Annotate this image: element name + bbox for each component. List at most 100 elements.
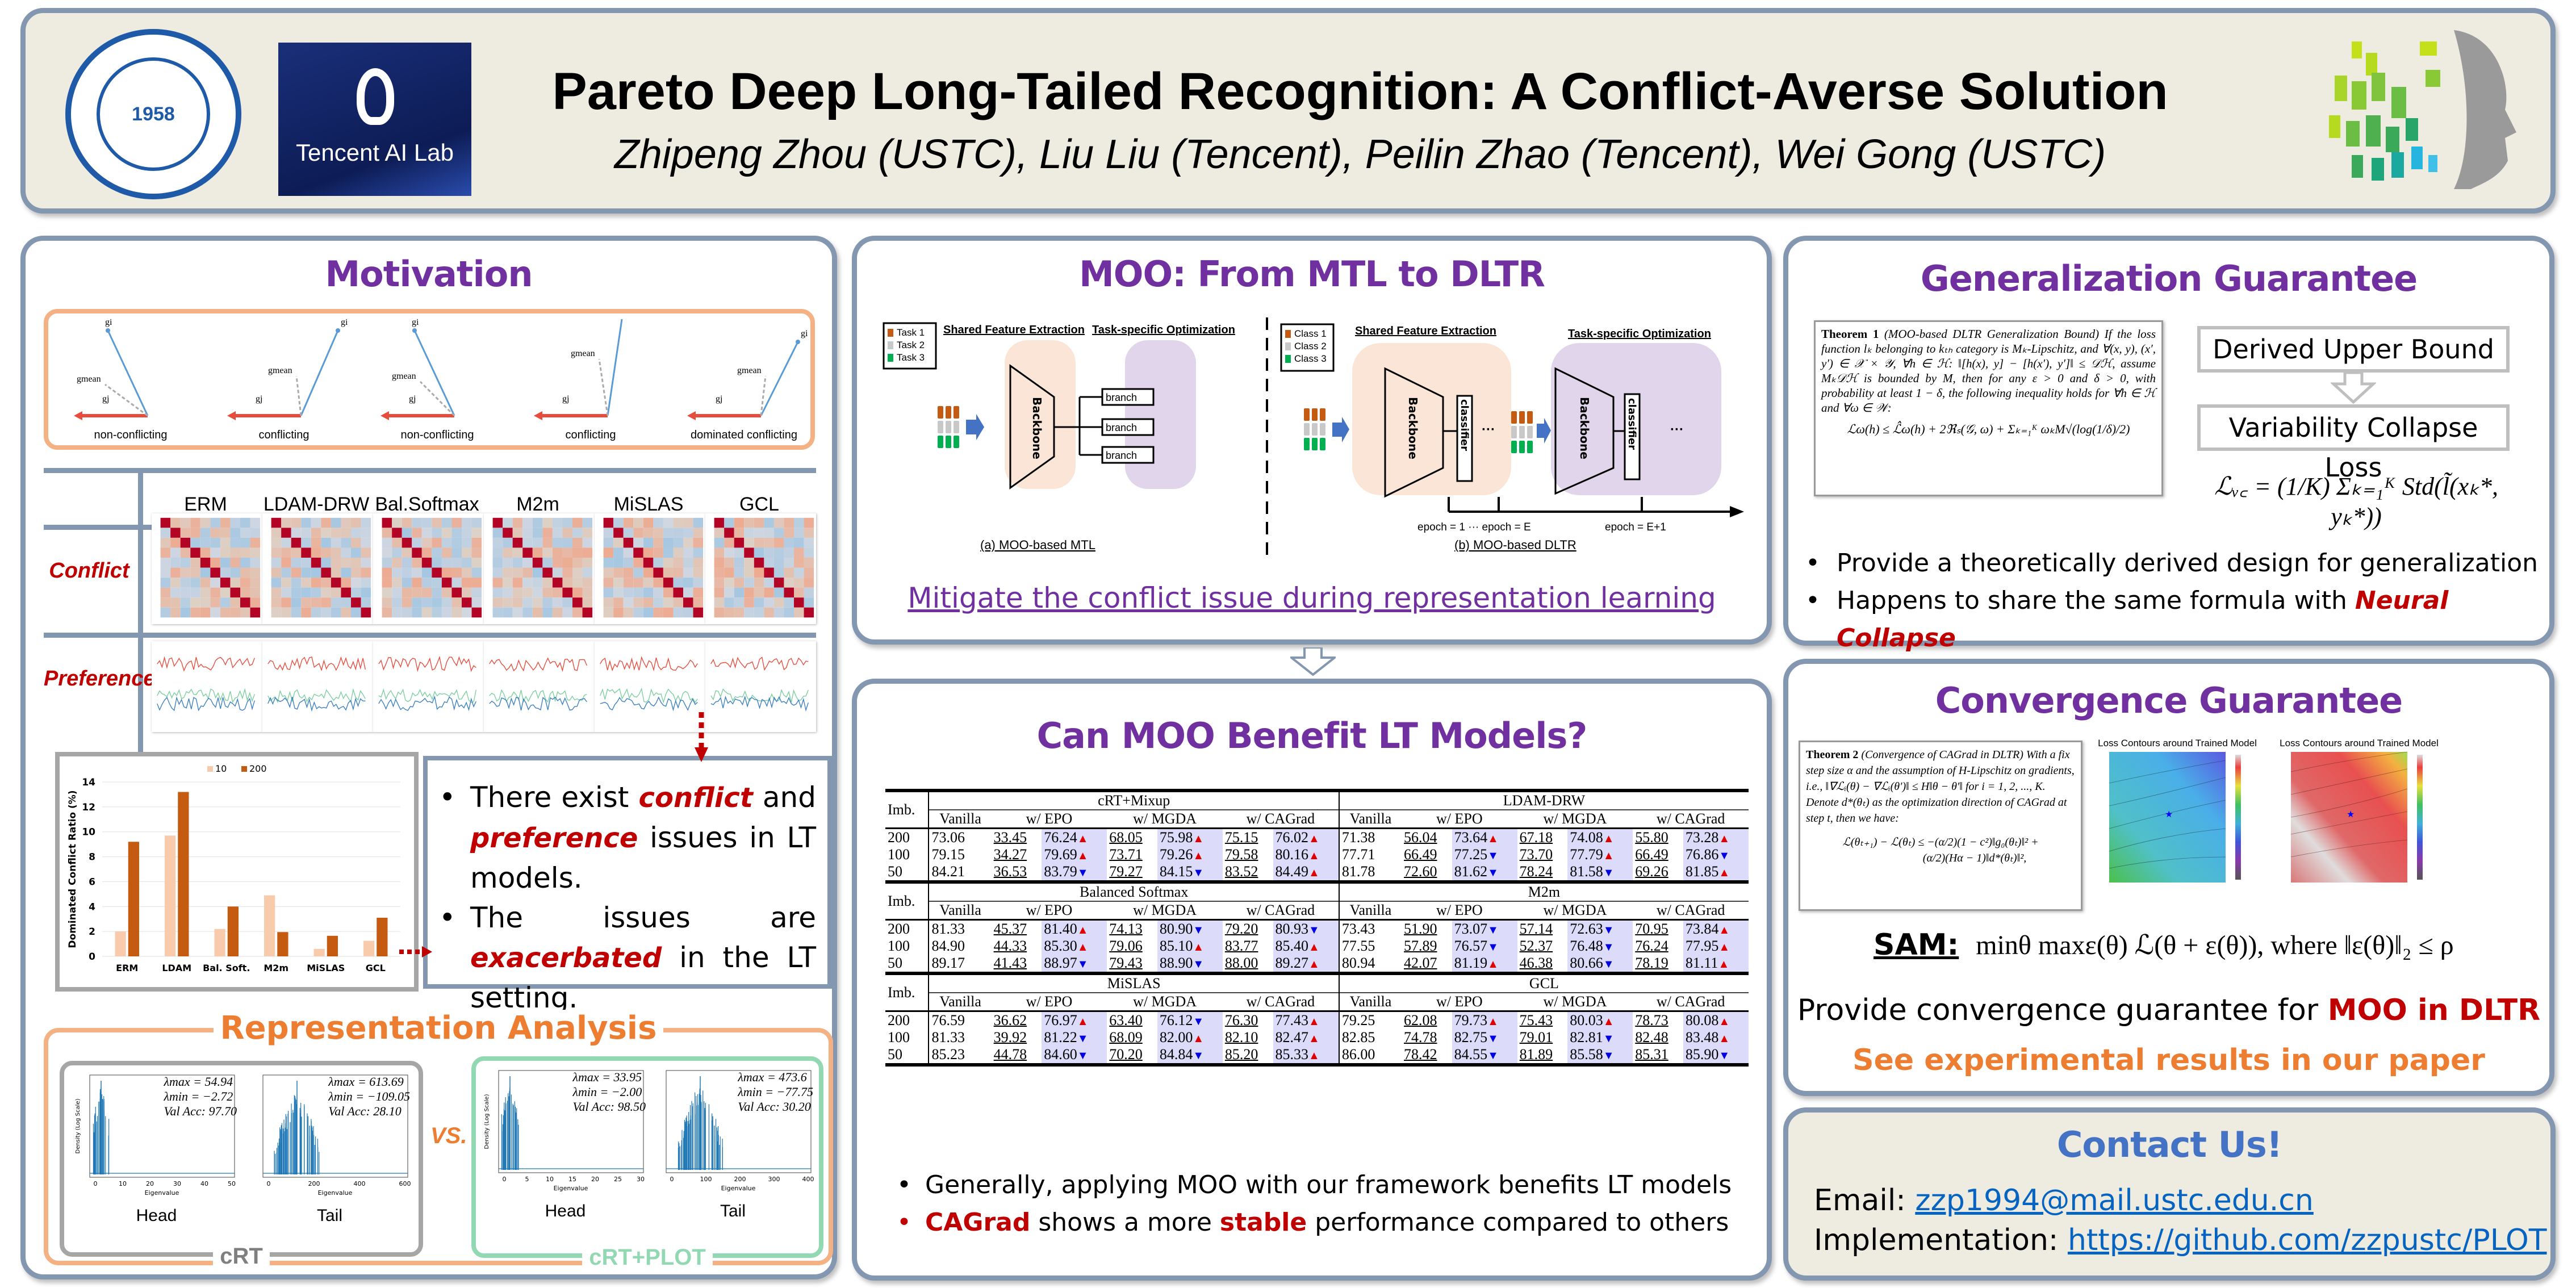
underlined-value: 69.26 [1635,863,1668,880]
plot-value: 84.15▼ [1157,863,1223,882]
heatmap-cell [230,607,240,618]
vanilla-value: 73.06 [931,829,965,846]
heatmap-cell [663,537,674,548]
x-tick-label: 20 [591,1176,599,1183]
triangle-up-icon: ▲ [1718,833,1730,845]
heatmap-cell [412,597,422,608]
emphasis-text: preference [470,822,638,854]
eigen-stat: λmax = 33.95 [572,1070,642,1084]
heatmap-cell [311,607,321,618]
value: 77.95 [1685,938,1719,954]
heatmap-cell [471,597,482,608]
heatmap-cell [190,558,200,568]
value: 77.79 [1570,846,1603,863]
heatmap-cell [190,537,200,548]
value: 85.58 [1570,1046,1603,1063]
heatmap-cell [220,567,231,578]
triangle-down-icon: ▼ [1193,867,1205,879]
value: 82.75 [1454,1029,1488,1046]
plot-value: 89.27▲ [1273,955,1340,973]
heatmap-cell [281,567,291,578]
heatmap-cell [773,567,784,578]
bar-10-MiSLAS [313,948,325,956]
svg-text:(a) MOO-based MTL: (a) MOO-based MTL [980,538,1095,552]
heatmap-cell [301,597,311,608]
baseline-value: 79.20 [1223,920,1273,938]
heatmap-cell [451,567,462,578]
vanilla-value: 77.71 [1341,846,1375,863]
heatmap-cell [582,607,593,618]
plot-value: 85.90▼ [1683,1046,1749,1065]
heatmap-cell [321,537,331,548]
svg-text:Shared Feature Extraction: Shared Feature Extraction [943,324,1085,336]
heatmap-cell [784,597,794,608]
github-link[interactable]: https://github.com/zzpustc/PLOT [2067,1223,2547,1257]
baseline-value: 44.78 [992,1046,1042,1065]
heatmap-cell [643,547,654,558]
heatmap-cell [512,597,523,608]
heatmap-cell [633,537,643,548]
heatmap-cell [220,578,231,588]
heatmap-cell [462,528,472,538]
heatmap-cell [734,587,745,598]
plot-value: 81.11▲ [1683,955,1749,973]
heatmap-cell [421,597,432,608]
heatmap-cell [643,578,654,588]
underlined-value: 66.49 [1635,846,1668,863]
value: 81.19 [1454,955,1488,971]
group-header: cRT+Mixup [929,791,1340,810]
x-tick-label: 20 [146,1180,154,1187]
heatmap-cell [301,558,311,568]
heatmap-cell [301,537,311,548]
heatmap-cell [744,537,754,548]
dotted-arrow-right-icon [399,946,432,957]
bullet-item: Provide a theoretically derived design f… [1805,545,2549,582]
plot-value: 76.57▼ [1452,938,1517,955]
underlined-value: 57.14 [1519,921,1553,937]
heatmap-cell [402,607,412,618]
y-tick-label: 12 [82,802,95,813]
heatmap-cell [804,567,814,578]
sub-header: w/ MGDA [1517,901,1633,920]
moo-title: MOO: From MTL to DLTR [1079,253,1545,295]
heatmap-cell [291,567,302,578]
crt-plot-group-label: cRT+PLOT [476,1245,819,1270]
bar-10-ERM [115,931,126,956]
generalization-title: Generalization Guarantee [1920,258,2418,299]
heatmap-cell [764,558,774,568]
heatmap-cell [683,587,693,598]
baseline-value: 75.15 [1223,829,1273,847]
heatmap-cell [744,547,754,558]
heatmap-cell [643,537,654,548]
preference-series-line [267,688,366,704]
heatmap-cell [351,597,361,608]
plot-value: 85.40▲ [1273,938,1340,955]
triangle-up-icon: ▲ [1193,833,1205,845]
heatmap-cell [412,528,422,538]
heatmap-cell [503,597,513,608]
derived-upper-bound-box: Derived Upper Bound [2197,326,2510,373]
arrowhead-icon [227,411,236,420]
heatmap-cell [271,578,282,588]
svg-text:···: ··· [1482,422,1495,437]
heatmap-cell [623,567,634,578]
value: 80.66 [1570,955,1603,971]
plot-value: 85.30▲ [1042,938,1107,955]
svg-text:Backbone: Backbone [1406,397,1420,459]
heatmap-cell [291,537,302,548]
email-link[interactable]: zzp1994@mail.ustc.edu.cn [1915,1184,2314,1218]
heatmap-cell [170,597,181,608]
heatmap-cell [562,607,572,618]
heatmap-cell [542,558,553,568]
heatmap-cell [462,597,472,608]
svg-text:Backbone: Backbone [1030,397,1044,459]
heatmap-cell [804,517,814,528]
hist-label: Head [545,1202,586,1220]
heatmap-cell [804,578,814,588]
moo-key-message-link[interactable]: Mitigate the conflict issue during repre… [908,582,1716,614]
sub-header: Vanilla [929,901,992,920]
heatmap-cell [572,528,583,538]
heatmap-cell [361,547,371,558]
